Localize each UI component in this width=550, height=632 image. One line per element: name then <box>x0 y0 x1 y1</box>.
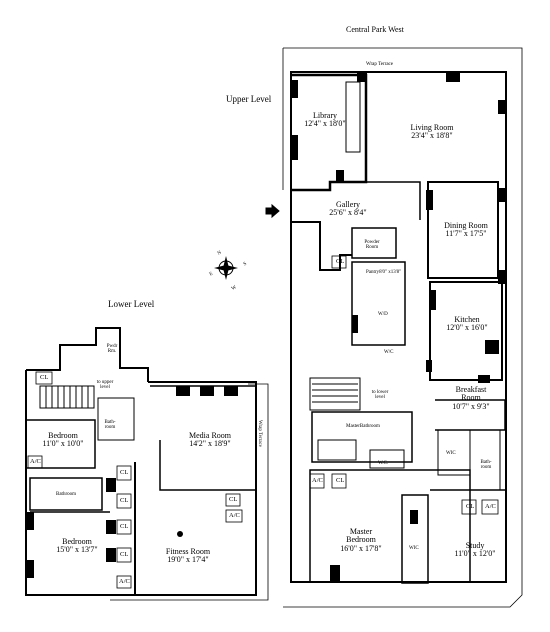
upper-level-title: Upper Level <box>226 94 272 104</box>
to-upper-level: to upper level <box>96 380 114 391</box>
cl-lower-6: CL <box>120 551 129 558</box>
wic-2: WIC <box>446 451 456 456</box>
lower-level-walls <box>25 327 269 601</box>
cl-lower-5: CL <box>120 523 129 530</box>
room-powder: Powder Room <box>364 240 380 251</box>
wrap-terrace-lower: Wrap Terrace <box>257 420 262 447</box>
ac-lower-2: A/C <box>229 512 240 519</box>
cl-lower-3: CL <box>120 497 129 504</box>
cl-lower-2: CL <box>120 469 129 476</box>
room-bathroom: Bathroom <box>56 492 76 497</box>
ac-lower-1: A/C <box>30 458 41 465</box>
compass-rose <box>214 256 238 280</box>
wd-label: W/D <box>378 312 388 317</box>
cl-upper-3: CL <box>466 503 475 510</box>
ac-upper-1: A/C <box>312 477 323 484</box>
cl-lower-4: CL <box>229 496 238 503</box>
room-pantry: Pantry8'0" x13'8" <box>366 270 402 275</box>
upper-level-walls <box>265 47 523 608</box>
closet-boxes <box>27 255 499 589</box>
ac-upper-2: A/C <box>485 503 496 510</box>
wic-3: WIC <box>409 546 419 551</box>
cl-upper-2: CL <box>336 477 345 484</box>
wc-upper-1: W/C <box>384 350 394 355</box>
cl-lower-1: CL <box>40 374 49 381</box>
to-lower-level: to lower level <box>371 390 389 401</box>
bath-upper: Bath- room <box>480 460 492 471</box>
wc-label: W.C. <box>378 461 389 466</box>
wrap-terrace-upper: Wrap Terrace <box>366 62 393 67</box>
lower-level-title: Lower Level <box>108 299 155 309</box>
street-label: Central Park West <box>346 25 404 34</box>
room-pwdr: Pwdr Rm. <box>106 344 118 355</box>
room-master-bath: MasterBathroom <box>346 424 380 429</box>
cl-label: CL <box>336 258 345 265</box>
ac-lower-3: A/C <box>119 578 130 585</box>
bath-lower: Bath- room <box>104 420 116 431</box>
